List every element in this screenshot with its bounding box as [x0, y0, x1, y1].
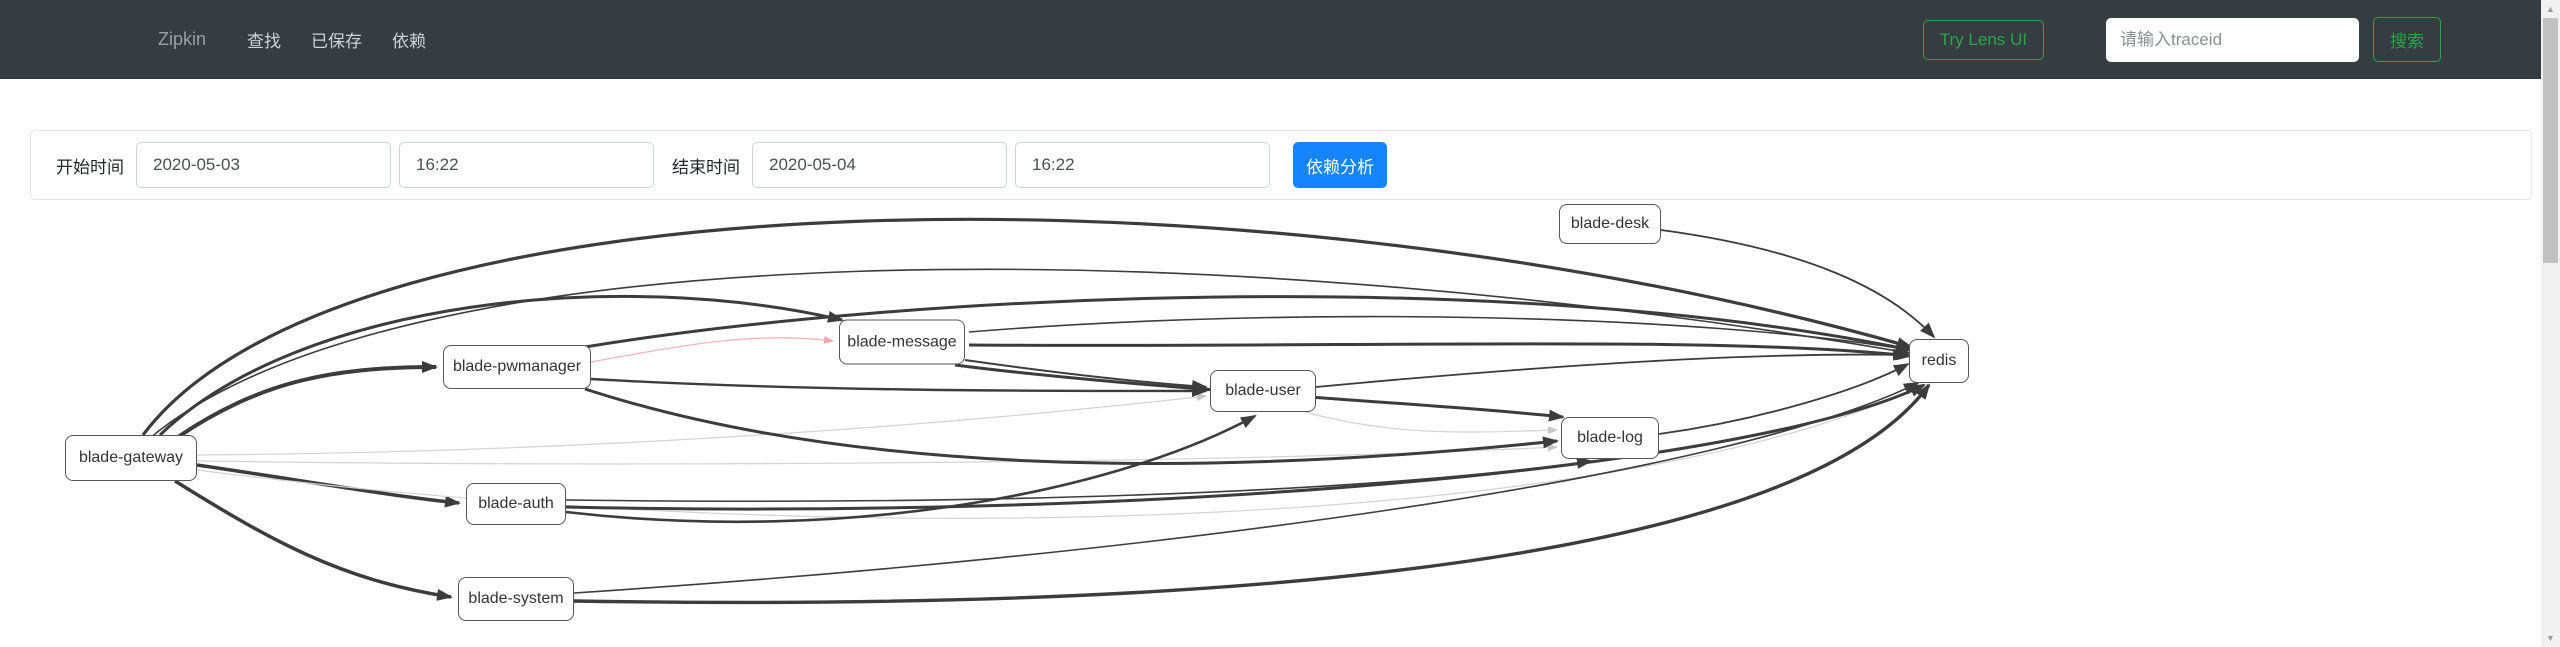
- graph-edge-blade-system-to-redis: [573, 383, 1931, 605]
- graph-node-blade-system[interactable]: blade-system: [458, 577, 574, 621]
- graph-edge-blade-gateway-to-blade-user: [196, 393, 1207, 456]
- try-lens-ui-button[interactable]: Try Lens UI: [1922, 19, 2044, 60]
- dependency-analyze-button[interactable]: 依赖分析: [1293, 142, 1387, 188]
- vertical-scrollbar[interactable]: ▲ ▼: [2541, 0, 2560, 647]
- nav-item-find[interactable]: 查找: [247, 32, 282, 51]
- graph-node-blade-pwmanager[interactable]: blade-pwmanager: [443, 345, 591, 389]
- graph-edge-blade-pwmanager-to-blade-user: [590, 377, 1208, 397]
- graph-edge-blade-message-to-blade-user: [964, 359, 1208, 392]
- graph-edge-blade-desk-to-redis: [1660, 229, 1936, 339]
- graph-edge-blade-user-to-blade-log: [1304, 411, 1558, 435]
- nav-item-dependencies[interactable]: 依赖: [392, 32, 427, 51]
- start-time-label: 开始时间: [56, 157, 124, 177]
- graph-edge-blade-pwmanager-to-blade-message: [590, 335, 834, 363]
- graph-edge-blade-gateway-to-blade-system: [174, 479, 453, 601]
- traceid-search-input[interactable]: [2106, 17, 2359, 62]
- graph-edge-blade-log-to-redis: [1658, 363, 1910, 435]
- scroll-up-icon[interactable]: ▲: [2541, 0, 2560, 18]
- graph-node-blade-auth[interactable]: blade-auth: [466, 483, 566, 525]
- scroll-down-icon[interactable]: ▼: [2541, 629, 2560, 647]
- end-time-input[interactable]: [1015, 142, 1270, 188]
- graph-node-blade-user[interactable]: blade-user: [1210, 370, 1316, 412]
- graph-edge-blade-auth-to-blade-user: [565, 414, 1257, 524]
- brand-zipkin[interactable]: Zipkin: [158, 29, 207, 49]
- date-range-toolbar: 开始时间 结束时间 依赖分析: [30, 130, 2532, 200]
- graph-edge-blade-auth-to-blade-log: [565, 457, 1593, 503]
- graph-edge-blade-pwmanager-to-redis: [584, 295, 1913, 354]
- graph-edge-blade-gateway-to-blade-pwmanager: [176, 361, 438, 439]
- scrollbar-thumb[interactable]: [2543, 18, 2558, 263]
- end-time-label: 结束时间: [672, 157, 740, 177]
- graph-node-blade-message[interactable]: blade-message: [839, 319, 965, 365]
- graph-edge-blade-gateway-to-blade-message: [158, 294, 844, 437]
- graph-node-blade-log[interactable]: blade-log: [1561, 417, 1659, 459]
- graph-edge-blade-user-to-redis: [1315, 348, 1909, 388]
- graph-edge-blade-message-to-redis: [968, 342, 1912, 361]
- navbar-right: Try Lens UI 搜索: [1922, 17, 2541, 62]
- nav-links: 查找 已保存 依赖: [232, 27, 441, 52]
- graph-edge-blade-gateway-to-redis: [149, 268, 1911, 439]
- navbar: Zipkin 查找 已保存 依赖 Try Lens UI 搜索: [0, 0, 2541, 79]
- end-date-input[interactable]: [752, 142, 1007, 188]
- start-date-input[interactable]: [136, 142, 391, 188]
- graph-node-blade-gateway[interactable]: blade-gateway: [65, 435, 197, 481]
- search-button[interactable]: 搜索: [2373, 17, 2441, 62]
- graph-edge-blade-gateway-to-blade-auth: [196, 463, 461, 508]
- graph-edge-blade-system-to-redis: [573, 382, 1920, 594]
- graph-edge-blade-gateway-to-redis: [141, 217, 1913, 436]
- start-time-input[interactable]: [399, 142, 654, 188]
- graph-node-redis[interactable]: redis: [1909, 339, 1969, 383]
- graph-node-blade-desk[interactable]: blade-desk: [1559, 204, 1661, 244]
- graph-edge-blade-pwmanager-to-blade-log: [584, 387, 1559, 465]
- nav-item-saved[interactable]: 已保存: [311, 32, 363, 51]
- graph-edge-blade-message-to-redis: [968, 315, 1912, 354]
